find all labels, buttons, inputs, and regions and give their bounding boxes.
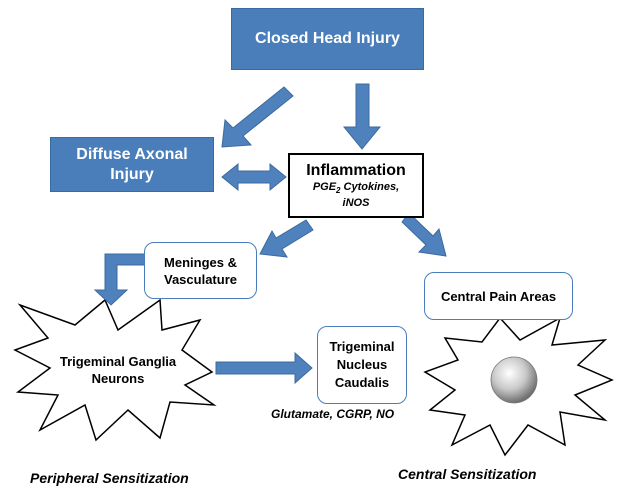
meninges-box: Meninges & Vasculature [144,242,257,299]
diffuse-axonal-injury-label: Diffuse Axonal Injury [76,145,188,183]
arrow-dai-inflammation-bidirectional [221,162,287,192]
closed-head-injury-label: Closed Head Injury [255,30,400,47]
trigeminal-nucleus-box: Trigeminal Nucleus Caudalis [317,326,407,404]
arrow-inflammation-to-meninges [259,219,314,258]
closed-head-injury-box: Closed Head Injury [231,8,424,70]
trigeminal-ganglia-label: Trigeminal Ganglia Neurons [59,354,177,386]
trigeminal-nucleus-label: Trigeminal Nucleus Caudalis [329,339,395,390]
inflammation-title: Inflammation [306,161,406,179]
central-pain-areas-label: Central Pain Areas [440,288,557,304]
inflammation-mediators-line2: iNOS [342,197,370,210]
central-sensitization-label: Central Sensitization [398,466,537,482]
trigeminal-ganglia-label-wrap: Trigeminal Ganglia Neurons [38,348,198,392]
meninges-label: Meninges & Vasculature [164,254,237,287]
central-pain-areas-box: Central Pain Areas [424,272,573,320]
arrow-meninges-to-ganglia [93,253,147,306]
diffuse-axonal-injury-box: Diffuse Axonal Injury [50,137,214,192]
peripheral-sensitization-label: Peripheral Sensitization [30,470,189,486]
neurotransmitters-label: Glutamate, CGRP, NO [271,407,395,421]
arrow-chi-to-dai [221,86,294,148]
arrow-ganglia-to-nucleus [215,351,313,385]
arrow-chi-to-inflammation [342,83,382,150]
inflammation-box: Inflammation PGE2 Cytokines, iNOS [288,153,424,218]
trigeminal-ganglia-burst [13,298,217,442]
inflammation-mediators: PGE2 Cytokines, [312,180,400,196]
arrow-inflammation-to-central [401,212,447,257]
sphere [490,356,538,404]
